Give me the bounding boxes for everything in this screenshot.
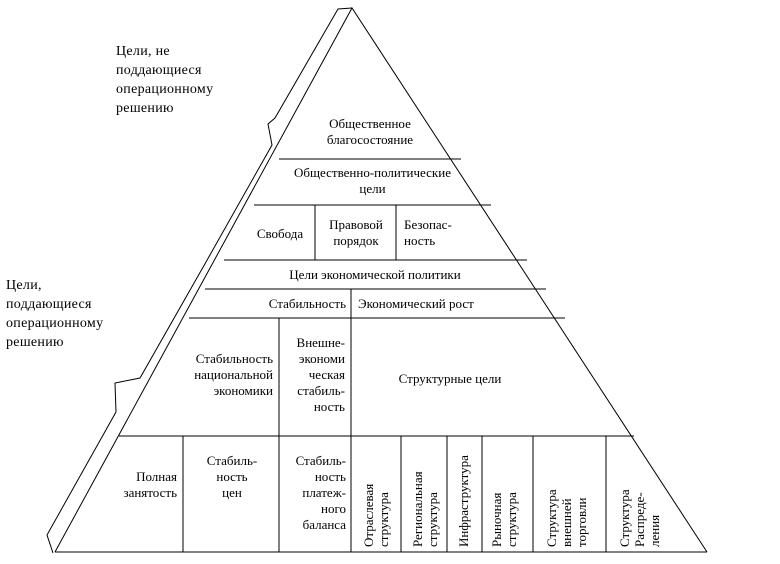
goal-national-economy-stability: Стабильность национальной экономики xyxy=(194,351,273,398)
level-social-welfare: Общественное благосостояние xyxy=(326,116,414,147)
goal-foreign-trade-structure: Структура внешней торговли xyxy=(544,489,589,547)
level-sociopolitical-goals: Общественно-политические цели xyxy=(294,165,451,196)
pyramid-outline xyxy=(54,7,708,553)
bracket-non-operational xyxy=(205,7,353,263)
label-operational-goals: Цели, поддающиеся операционному решению xyxy=(6,278,104,350)
goal-infrastructure: Инфраструктура xyxy=(456,455,471,547)
goal-external-economic-stability: Внешне- экономи ческая стабиль- ность xyxy=(296,335,345,414)
goal-freedom: Свобода xyxy=(256,226,304,241)
goal-full-employment: Полная занятость xyxy=(123,469,177,500)
goal-structural: Структурные цели xyxy=(398,371,502,386)
level-economic-policy-goals: Цели экономической политики xyxy=(289,267,461,282)
goal-legal-order: Правовой порядок xyxy=(329,217,383,248)
goal-security: Безопас- ность xyxy=(404,217,452,248)
goal-regional-structure: Региональная структура xyxy=(410,471,440,547)
goal-price-stability: Стабиль- ность цен xyxy=(206,453,258,500)
goal-stability: Стабильность xyxy=(268,296,346,311)
goal-balance-of-payments-stability: Стабиль- ность платеж- ного баланса xyxy=(295,453,346,532)
goal-market-structure: Рыночная структура xyxy=(489,492,519,547)
goal-sectoral-structure: Отраслевая структура xyxy=(361,483,391,547)
label-non-operational-goals: Цели, не поддающиеся операционному решен… xyxy=(116,44,214,116)
goal-economic-growth: Экономический рост xyxy=(358,296,474,311)
bracket-operational xyxy=(46,261,207,554)
goal-distribution-structure: Структура Распреде- ления xyxy=(617,489,662,547)
